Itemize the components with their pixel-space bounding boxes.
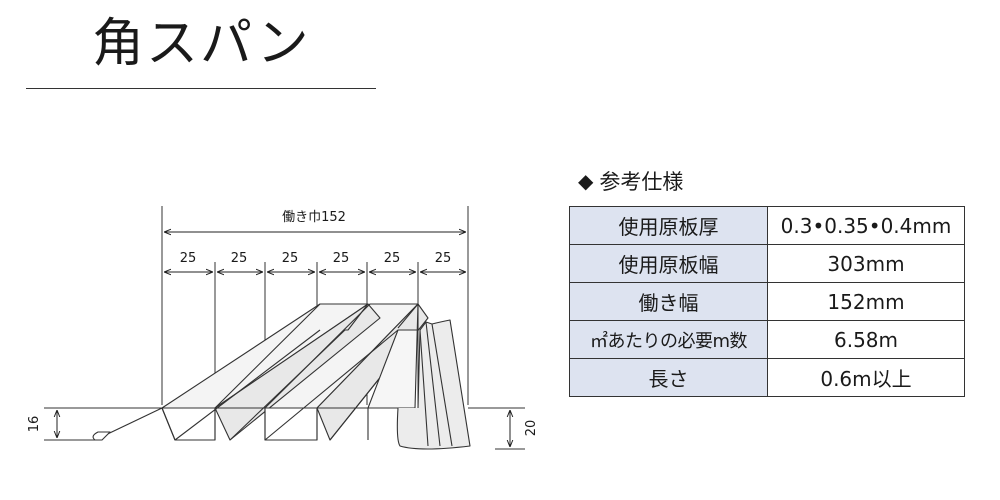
profile-diagram: 働き巾152 25 25 25 25 25 25 bbox=[27, 206, 539, 450]
spec-label: 使用原板厚 bbox=[569, 206, 768, 245]
title-underline bbox=[26, 88, 376, 89]
spec-value: 0.3•0.35•0.4mm bbox=[767, 206, 965, 245]
pitch-label-6: 25 bbox=[435, 251, 452, 266]
pitch-label-1: 25 bbox=[180, 251, 197, 266]
pitch-label-4: 25 bbox=[333, 251, 350, 266]
pitch-label-3: 25 bbox=[282, 251, 299, 266]
spec-heading: ◆ 参考仕様 bbox=[578, 166, 683, 196]
spec-heading-text: 参考仕様 bbox=[599, 170, 684, 194]
table-row: 働き幅 152mm bbox=[569, 282, 965, 321]
spec-value: 303mm bbox=[767, 244, 965, 283]
table-row: 使用原板厚 0.3•0.35•0.4mm bbox=[569, 206, 965, 245]
working-width-label: 働き巾152 bbox=[282, 210, 346, 225]
spec-value: 0.6m以上 bbox=[767, 358, 965, 397]
page-title: 角スパン bbox=[92, 14, 311, 74]
left-height-label: 16 bbox=[27, 416, 42, 433]
table-row: 使用原板幅 303mm bbox=[569, 244, 965, 283]
spec-value: 152mm bbox=[767, 282, 965, 321]
table-row: 長さ 0.6m以上 bbox=[569, 358, 965, 397]
spec-label: 働き幅 bbox=[569, 282, 768, 321]
spec-table: 使用原板厚 0.3•0.35•0.4mm 使用原板幅 303mm 働き幅 152… bbox=[569, 206, 965, 397]
pitch-label-2: 25 bbox=[231, 251, 248, 266]
pitch-label-5: 25 bbox=[384, 251, 401, 266]
spec-label: ㎡あたりの必要m数 bbox=[569, 320, 768, 359]
diamond-icon: ◆ bbox=[578, 169, 594, 193]
right-height-label: 20 bbox=[524, 420, 539, 437]
spec-label: 長さ bbox=[569, 358, 768, 397]
spec-label: 使用原板幅 bbox=[569, 244, 768, 283]
reference-lines bbox=[44, 407, 525, 450]
table-row: ㎡あたりの必要m数 6.58m bbox=[569, 320, 965, 359]
roof-panel bbox=[92, 303, 471, 450]
spec-value: 6.58m bbox=[767, 320, 965, 359]
